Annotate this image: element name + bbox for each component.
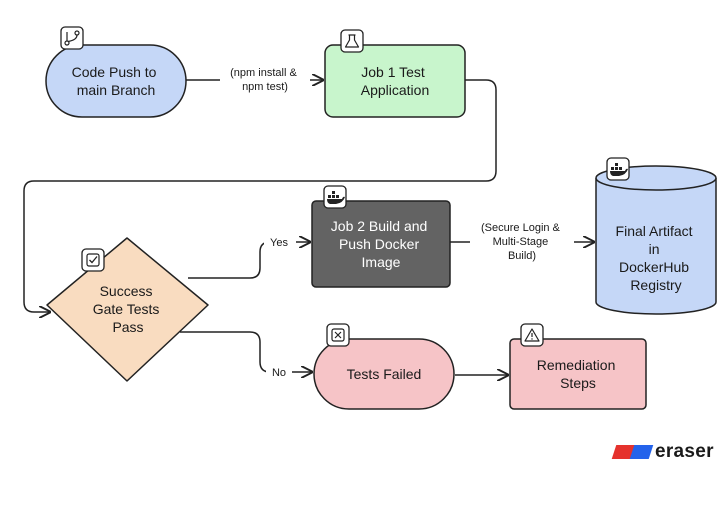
node-code-push-label: Code Push to main Branch <box>72 64 161 98</box>
job2-line-1: Job 2 Build and <box>331 218 428 234</box>
remediation-line-1: Remediation <box>537 357 616 373</box>
edge-label-secure-line-2: Multi-Stage <box>493 236 549 248</box>
node-gate: Success Gate Tests Pass <box>46 237 209 382</box>
gate-line-2: Gate Tests <box>93 301 160 317</box>
edge-label-npm: (npm install & npm test) <box>230 67 300 93</box>
remediation-line-2: Steps <box>560 375 596 391</box>
eraser-brand: eraser <box>611 441 714 463</box>
failed-line-1: Tests Failed <box>347 366 422 382</box>
warning-icon <box>520 323 544 347</box>
eraser-brand-name: eraser <box>655 441 714 462</box>
node-code-push: Code Push to main Branch <box>45 44 187 118</box>
docker-icon <box>606 157 630 181</box>
registry-line-1: Final Artifact <box>616 223 693 239</box>
gate-line-3: Pass <box>112 319 143 335</box>
eraser-logo-icon <box>611 445 654 459</box>
edge-label-secure-login: (Secure Login & Multi-Stage Build) <box>481 222 563 262</box>
docker-icon <box>323 185 347 209</box>
job1-line-1: Job 1 Test <box>361 64 425 80</box>
checkbox-icon <box>81 248 105 272</box>
node-job1-label: Job 1 Test Application <box>361 64 430 98</box>
node-remediation: Remediation Steps <box>509 338 647 410</box>
edge-label-no: No <box>272 367 286 379</box>
x-square-icon <box>326 323 350 347</box>
edge-gate-no <box>180 331 312 372</box>
node-tests-failed: Tests Failed <box>313 338 455 410</box>
node-job2-label: Job 2 Build and Push Docker Image <box>331 218 431 270</box>
job2-line-3: Image <box>362 254 401 270</box>
node-tests-failed-label: Tests Failed <box>347 366 422 382</box>
edge-label-yes: Yes <box>270 237 288 249</box>
node-gate-label: Success Gate Tests Pass <box>93 283 164 335</box>
registry-line-3: DockerHub <box>619 259 689 275</box>
registry-line-4: Registry <box>630 277 681 293</box>
job2-line-2: Push Docker <box>339 236 419 252</box>
flask-icon <box>340 29 364 53</box>
node-registry-label: Final Artifact in DockerHub Registry <box>616 223 697 293</box>
node-job1: Job 1 Test Application <box>324 44 466 118</box>
node-remediation-label: Remediation Steps <box>537 357 620 391</box>
edge-label-secure-line-3: Build) <box>508 250 536 262</box>
node-registry: Final Artifact in DockerHub Registry <box>595 165 717 315</box>
node-job2: Job 2 Build and Push Docker Image <box>311 200 451 288</box>
registry-line-2: in <box>649 241 660 257</box>
code-push-line-2: main Branch <box>77 82 156 98</box>
git-branch-icon <box>60 26 84 50</box>
code-push-line-1: Code Push to <box>72 64 157 80</box>
edge-label-npm-line-1: (npm install & <box>230 67 297 79</box>
edge-label-npm-line-2: npm test) <box>242 81 288 93</box>
gate-line-1: Success <box>100 283 153 299</box>
edge-job1-to-gate <box>23 79 497 312</box>
edge-label-secure-line-1: (Secure Login & <box>481 222 561 234</box>
job1-line-2: Application <box>361 82 430 98</box>
